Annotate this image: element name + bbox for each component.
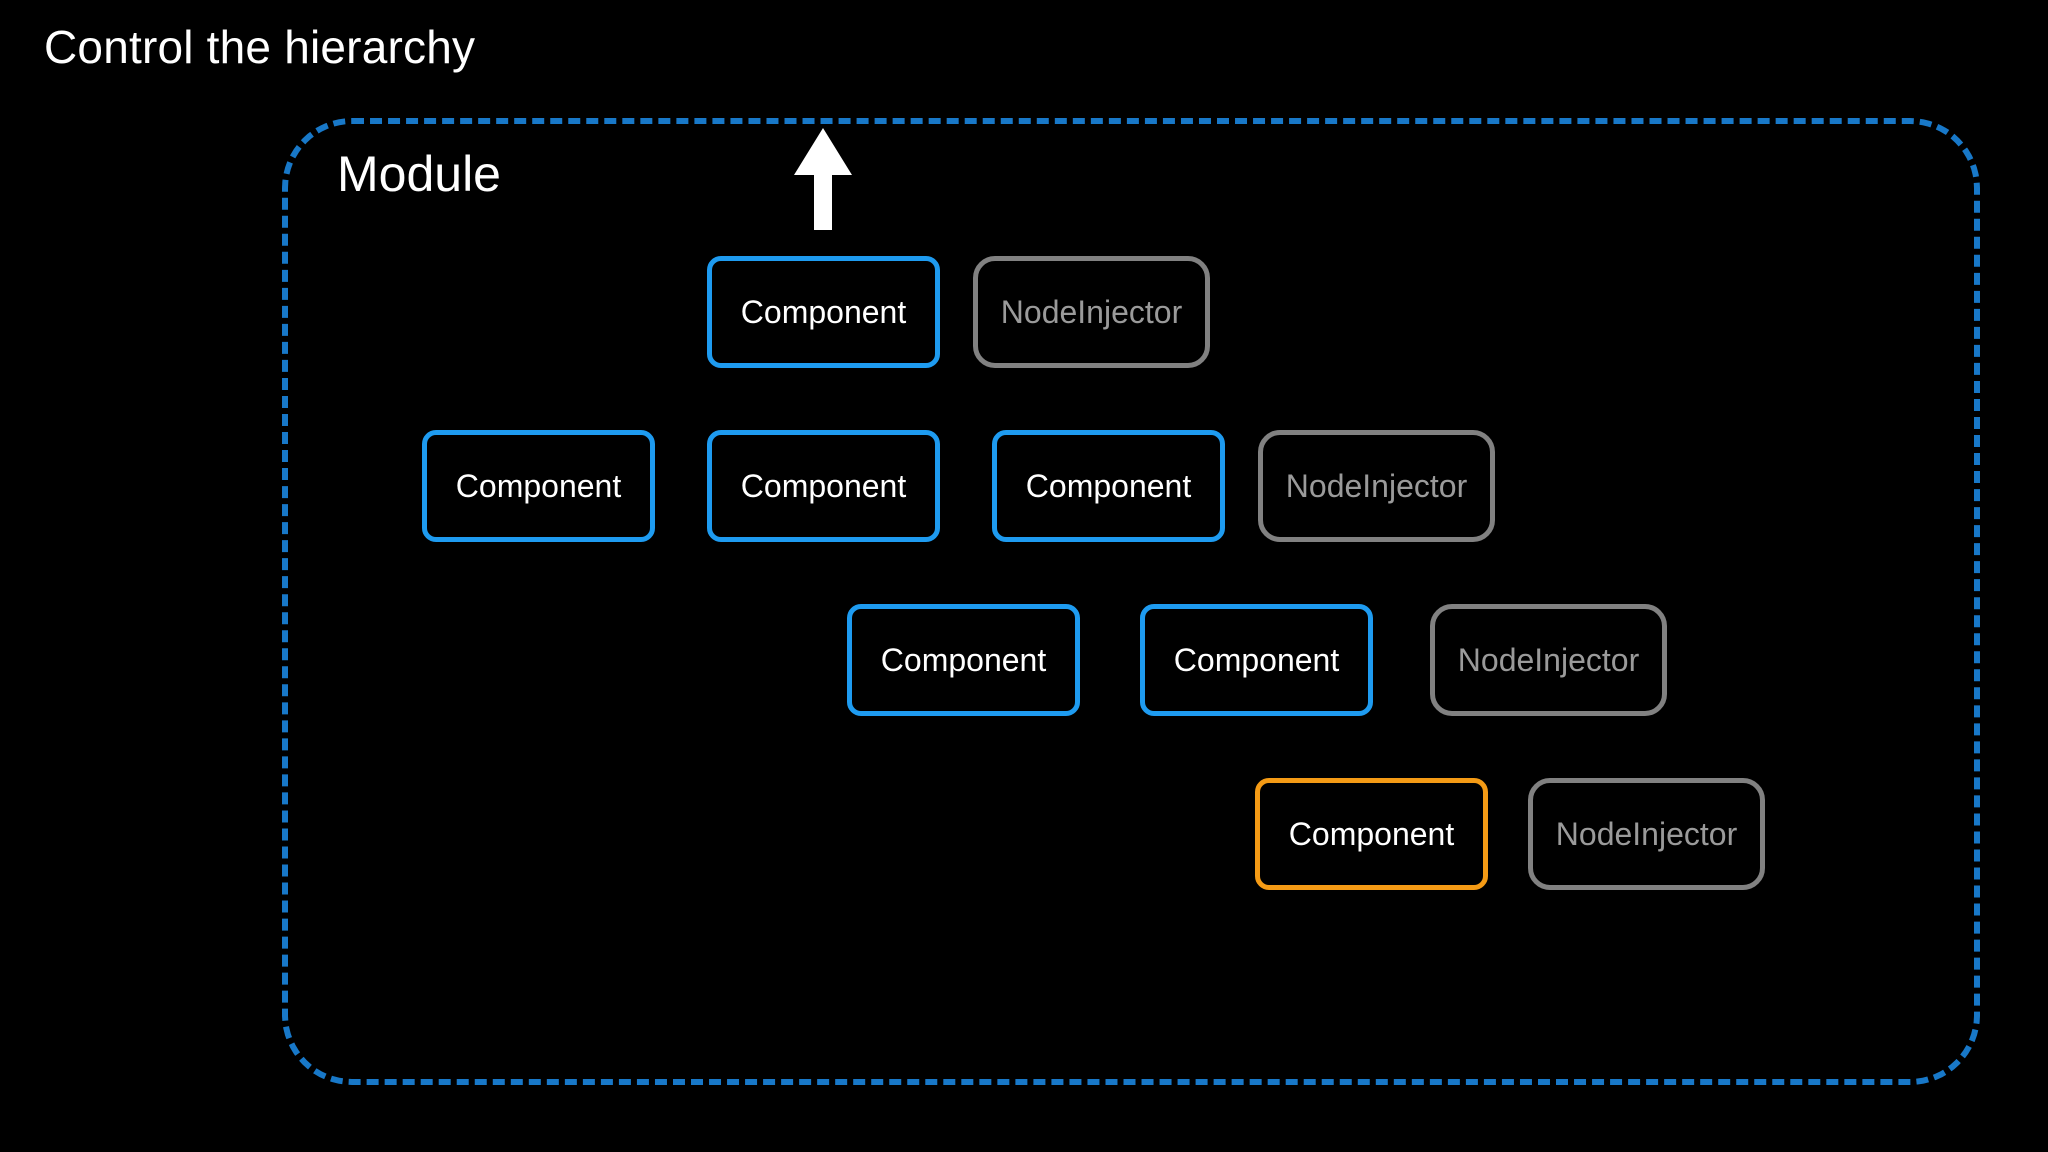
component-node-r4-c1[interactable]: Component [1255, 778, 1488, 890]
arrow-up-icon [794, 128, 852, 230]
node-injector-node-r2-c4[interactable]: NodeInjector [1258, 430, 1495, 542]
component-node-r2-c1[interactable]: Component [422, 430, 655, 542]
component-node-r2-c2[interactable]: Component [707, 430, 940, 542]
page-title: Control the hierarchy [44, 21, 476, 73]
module-label: Module [337, 146, 501, 202]
node-injector-node-r3-c3[interactable]: NodeInjector [1430, 604, 1667, 716]
component-node-r3-c2[interactable]: Component [1140, 604, 1373, 716]
component-node-r1-c1[interactable]: Component [707, 256, 940, 368]
node-injector-node-r1-c2[interactable]: NodeInjector [973, 256, 1210, 368]
component-node-r3-c1[interactable]: Component [847, 604, 1080, 716]
component-node-r2-c3[interactable]: Component [992, 430, 1225, 542]
module-boundary [282, 118, 1980, 1085]
node-injector-node-r4-c2[interactable]: NodeInjector [1528, 778, 1765, 890]
